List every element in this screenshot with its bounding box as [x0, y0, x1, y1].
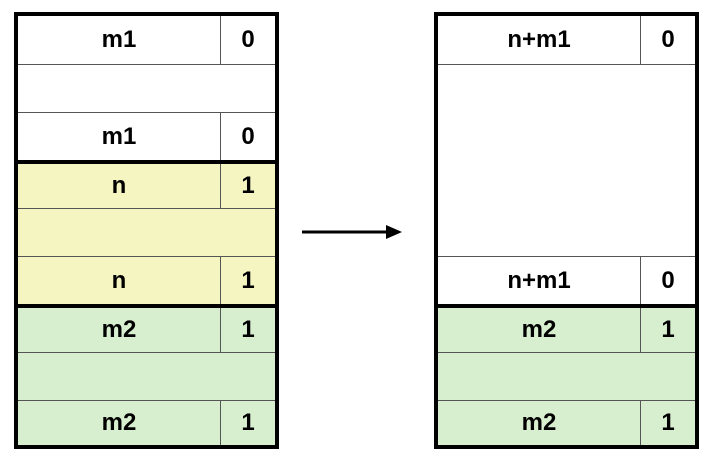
alloc-bit: 1 — [640, 308, 695, 352]
block-m1-footer: m1 0 — [18, 112, 275, 160]
block-coalesced-footer: n+m1 0 — [438, 256, 695, 304]
transition-arrow-icon — [302, 225, 402, 239]
block-m1-payload — [18, 64, 275, 112]
alloc-bit: 1 — [220, 308, 275, 352]
block-m2-header: m2 1 — [438, 304, 695, 352]
alloc-bit: 1 — [220, 164, 275, 208]
block-m2-header: m2 1 — [18, 304, 275, 352]
block-size-label: m2 — [101, 409, 137, 436]
block-size-label: m2 — [101, 316, 137, 343]
block-n-payload — [18, 208, 275, 256]
block-size-label: m2 — [521, 316, 557, 343]
block-m2-footer: m2 1 — [438, 400, 695, 445]
block-size-label: n+m1 — [507, 26, 571, 53]
block-n-footer: n 1 — [18, 256, 275, 304]
block-size-label: n — [111, 266, 127, 294]
alloc-bit: 1 — [220, 401, 275, 445]
block-m2-footer: m2 1 — [18, 400, 275, 445]
alloc-bit: 1 — [640, 401, 695, 445]
block-m2-payload — [438, 352, 695, 400]
alloc-bit: 0 — [220, 113, 275, 160]
block-size-label: n — [111, 172, 127, 199]
block-coalesced-header: n+m1 0 — [438, 16, 695, 64]
block-size-label: n+m1 — [507, 266, 571, 294]
block-coalesced-payload — [438, 64, 695, 256]
alloc-bit: 0 — [220, 16, 275, 64]
alloc-bit: 0 — [640, 257, 695, 304]
alloc-bit: 0 — [640, 16, 695, 64]
before-heap-blocks: m1 0 m1 0 n 1 n 1 m2 1 m2 1 — [14, 12, 279, 449]
block-size-label: m1 — [101, 26, 137, 53]
alloc-bit: 1 — [220, 257, 275, 304]
block-m1-header: m1 0 — [18, 16, 275, 64]
block-n-header: n 1 — [18, 160, 275, 208]
after-heap-blocks: n+m1 0 n+m1 0 m2 1 m2 1 — [434, 12, 699, 449]
block-size-label: m1 — [101, 122, 137, 150]
block-size-label: m2 — [521, 409, 557, 436]
block-m2-payload — [18, 352, 275, 400]
